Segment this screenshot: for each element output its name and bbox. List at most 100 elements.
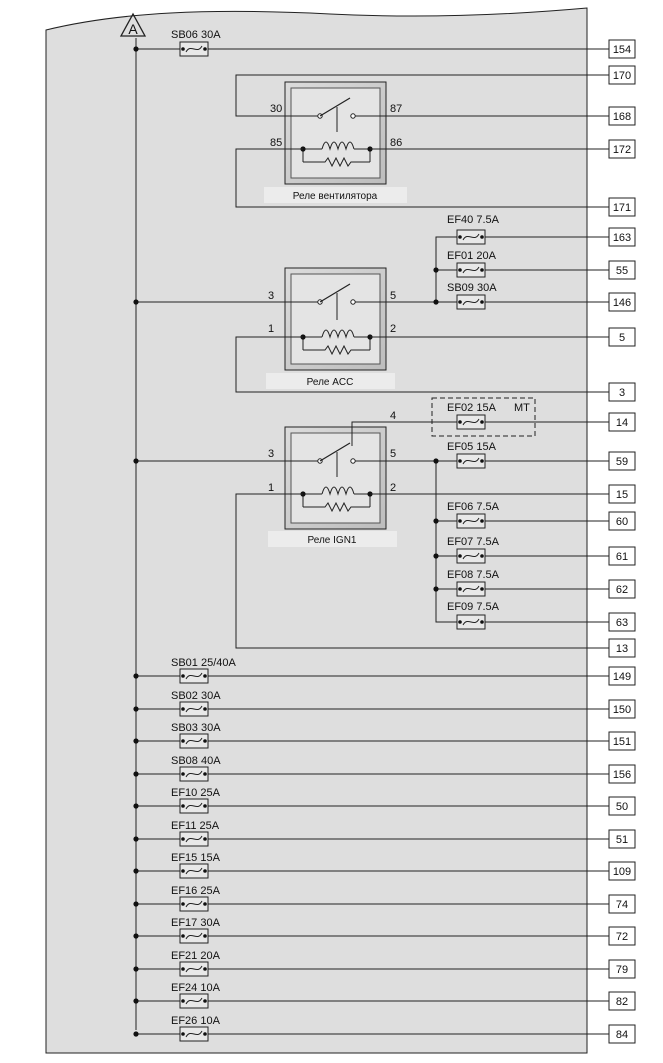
fuse-row: SB08 40A 156 (133, 755, 636, 784)
terminal-number: 50 (616, 801, 628, 813)
svg-text:5: 5 (619, 332, 625, 344)
svg-text:146: 146 (613, 297, 631, 309)
terminal-number: 51 (616, 834, 628, 846)
terminal-170: 170 (608, 65, 636, 85)
fuse-label: EF01 20A (447, 250, 497, 262)
fuse-label: EF17 30A (171, 917, 221, 929)
fuse-row: EF21 20A 79 (133, 950, 636, 979)
fuse-label: EF15 15A (171, 852, 221, 864)
terminal-box (608, 796, 636, 816)
fuse-label: EF06 7.5A (447, 501, 500, 513)
fuse-row: EF17 30A 72 (133, 917, 636, 946)
svg-text:171: 171 (613, 202, 631, 214)
acc-relay-wiring (136, 236, 609, 393)
fuse-label: EF10 25A (171, 787, 221, 799)
mt-fuse-ef02: EF02 15A MT 14 (431, 397, 636, 437)
relay-caption: Реле вентилятора (293, 191, 378, 202)
svg-text:170: 170 (613, 70, 631, 82)
fuse-row: SB01 25/40A 149 (133, 657, 636, 686)
fan-relay-wiring (235, 74, 609, 208)
svg-text:85: 85 (270, 137, 282, 149)
svg-text:13: 13 (616, 643, 628, 655)
terminal-box (608, 959, 636, 979)
fuse-label: EF02 15A (447, 402, 497, 414)
terminal-154: 154 (608, 39, 636, 59)
terminal-number: 149 (613, 671, 631, 683)
ign1-relay-wiring (136, 421, 609, 649)
terminal-box (608, 666, 636, 686)
acc-fuse-ef01: EF01 20A 55 (447, 250, 636, 280)
terminal-box (608, 1024, 636, 1044)
fan-relay: Реле вентилятора 30 87 85 86 (264, 81, 407, 203)
terminal-number: 156 (613, 769, 631, 781)
svg-text:61: 61 (616, 551, 628, 563)
terminal-number: 79 (616, 964, 628, 976)
fuse-label: EF16 25A (171, 885, 221, 897)
fuse-row: EF10 25A 50 (133, 787, 636, 816)
relay-caption: Реле IGN1 (308, 535, 357, 546)
terminal-box (608, 861, 636, 881)
terminal-15: 15 (608, 484, 636, 504)
svg-text:3: 3 (268, 448, 274, 460)
fuse-label: EF09 7.5A (447, 601, 500, 613)
fuse-label: SB08 40A (171, 755, 221, 767)
block-marker: A (119, 12, 147, 37)
fuse-label: EF08 7.5A (447, 569, 500, 581)
fuse-row: SB02 30A 150 (133, 690, 636, 719)
svg-text:86: 86 (390, 137, 402, 149)
terminal-number: 150 (613, 704, 631, 716)
svg-text:62: 62 (616, 584, 628, 596)
terminal-number: 72 (616, 931, 628, 943)
svg-text:1: 1 (268, 323, 274, 335)
svg-text:4: 4 (390, 410, 396, 422)
svg-text:59: 59 (616, 456, 628, 468)
terminal-box (608, 764, 636, 784)
terminal-number: 84 (616, 1029, 628, 1041)
fuse-label: EF21 20A (171, 950, 221, 962)
svg-text:30: 30 (270, 103, 282, 115)
terminal-5-acc: 5 (608, 327, 636, 347)
fuse-label: EF24 10A (171, 982, 221, 994)
block-outline (45, 7, 588, 1054)
fuse-label: EF11 25A (171, 820, 220, 832)
terminal-box (608, 926, 636, 946)
svg-text:63: 63 (616, 617, 628, 629)
ign-fuse-ef08: EF08 7.5A 62 (447, 569, 636, 599)
svg-text:14: 14 (616, 417, 628, 429)
svg-text:154: 154 (613, 44, 631, 56)
mt-note: MT (514, 402, 530, 414)
acc-relay: Реле ACC 3 5 1 2 (266, 267, 396, 389)
terminal-box (608, 829, 636, 849)
ign1-relay: Реле IGN1 4 3 5 1 2 (268, 410, 397, 547)
ign-fuse-ef09: EF09 7.5A 63 (447, 601, 636, 632)
terminal-13: 13 (608, 638, 636, 658)
fuse-label: SB09 30A (447, 282, 497, 294)
terminal-172: 172 (608, 139, 636, 159)
svg-text:163: 163 (613, 232, 631, 244)
terminal-number: 151 (613, 736, 631, 748)
terminal-box (608, 894, 636, 914)
fuse-label: SB03 30A (171, 722, 221, 734)
relay-caption: Реле ACC (307, 377, 354, 388)
fuse-label: SB01 25/40A (171, 657, 236, 669)
fuse-label: EF05 15A (447, 441, 497, 453)
svg-text:2: 2 (390, 482, 396, 494)
terminal-box (608, 731, 636, 751)
ign-fuse-ef05: EF05 15A 59 (447, 441, 636, 471)
svg-text:168: 168 (613, 111, 631, 123)
svg-text:55: 55 (616, 265, 628, 277)
fuse-label: EF40 7.5A (447, 214, 500, 226)
fuse-row: EF11 25A 51 (133, 820, 636, 849)
fuse-label: SB02 30A (171, 690, 221, 702)
terminal-3: 3 (608, 382, 636, 402)
ign-fuse-ef07: EF07 7.5A 61 (447, 536, 636, 566)
svg-text:2: 2 (390, 323, 396, 335)
svg-text:5: 5 (390, 290, 396, 302)
svg-text:3: 3 (619, 387, 625, 399)
terminal-168: 168 (608, 106, 636, 126)
